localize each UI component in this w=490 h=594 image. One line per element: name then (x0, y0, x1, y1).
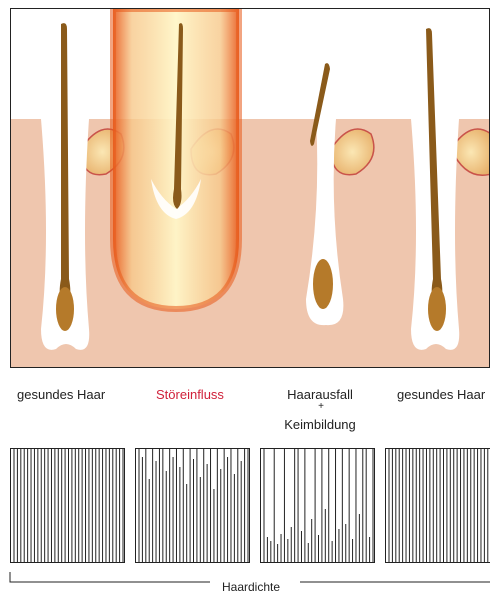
axis-label: Haardichte (218, 580, 284, 594)
density-box-healthy-2 (385, 448, 490, 563)
label-germination: Keimbildung (280, 417, 360, 432)
label-healthy-2: gesundes Haar (397, 387, 485, 402)
follicle-healthy-2 (411, 28, 459, 350)
hair-cycle-svg (11, 9, 490, 368)
label-interference: Störeinfluss (156, 387, 224, 402)
density-box-interference (135, 448, 250, 563)
label-plus: + (311, 401, 331, 412)
label-hairloss: Haarausfall (280, 387, 360, 402)
density-box-hairloss (260, 448, 375, 563)
label-healthy-1: gesundes Haar (17, 387, 105, 402)
density-box-healthy-1 (10, 448, 125, 563)
follicle-healthy-1 (41, 23, 89, 350)
interference-glow (113, 9, 239, 309)
hair-cycle-illustration (10, 8, 490, 368)
